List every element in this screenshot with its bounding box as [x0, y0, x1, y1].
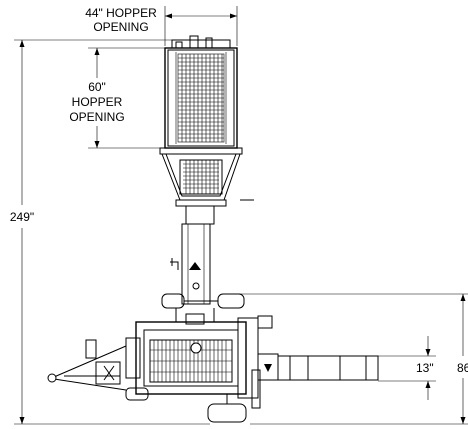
hopper-length-label-line3: OPENING — [69, 110, 124, 124]
hopper — [159, 35, 243, 155]
hopper-screen — [177, 53, 225, 143]
overall-width-label: 86" — [457, 361, 468, 375]
overall-length-label: 249" — [10, 210, 34, 224]
overall-length-dimension: 249" — [10, 39, 210, 425]
discharge-spout — [251, 353, 379, 409]
hopper-width-label-line1: 44" HOPPER — [85, 6, 157, 20]
drum-grille — [149, 339, 233, 383]
hopper-width-label-line2: OPENING — [93, 20, 148, 34]
hopper-length-label-line1: 60" — [88, 80, 106, 94]
overall-width-dimension: 86" — [238, 293, 468, 425]
hopper-length-label-line2: HOPPER — [72, 95, 123, 109]
discharge-height-label: 13" — [416, 361, 434, 375]
discharge-height-dimension: 13" — [378, 336, 436, 400]
lower-wheels — [125, 387, 247, 423]
hopper-funnel — [161, 153, 254, 207]
feed-chute — [170, 205, 215, 305]
hopper-length-dimension: 60" HOPPER OPENING — [69, 47, 165, 149]
tow-hitch — [47, 339, 127, 391]
hopper-width-dimension: 44" HOPPER OPENING — [85, 6, 238, 46]
main-chassis — [125, 308, 273, 399]
upper-wheels — [161, 293, 245, 309]
